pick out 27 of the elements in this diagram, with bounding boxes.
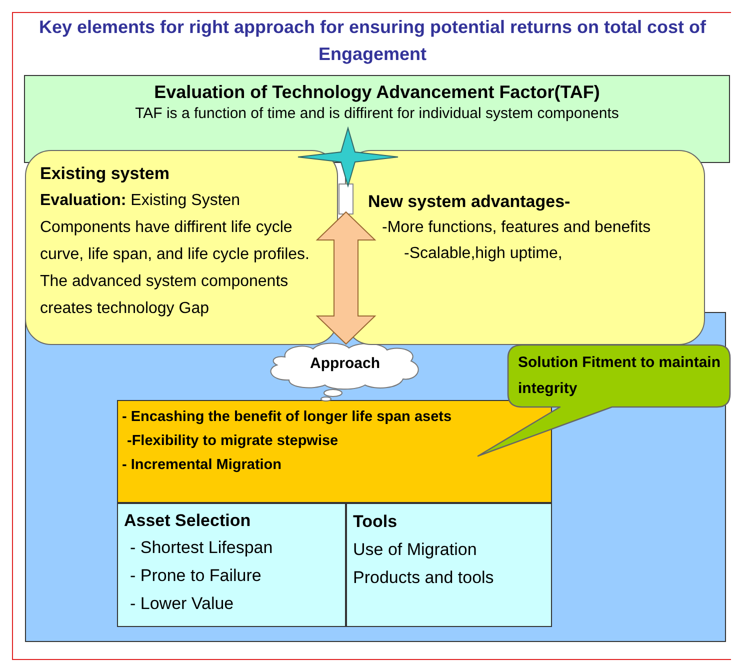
box-text: Evaluation: Existing Systen Components have diffirent life cycle curve, life span, and life cycle profiles. The advanced system components creates technology Gap — [40, 191, 310, 319]
list-item: - Lower Value — [129, 593, 235, 615]
list-item: - Encashing the benefit of longer life span asets — [122, 408, 453, 427]
highlight-box — [117, 400, 552, 503]
box-text: TAF is a function of time and is diffirent for individual system components — [134, 104, 620, 124]
cloud-label: Approach — [310, 354, 380, 374]
double-arrow — [316, 211, 376, 345]
box-heading: Existing system — [40, 163, 170, 185]
box-heading: Evaluation of Technology Advancement Factor(TAF) — [153, 81, 601, 104]
list-item: - Shortest Lifespan — [129, 537, 274, 559]
callout-text: Solution Fitment to maintain integrity — [518, 353, 722, 399]
info-box — [346, 503, 552, 627]
rounded-box — [345, 150, 705, 345]
info-box — [117, 503, 346, 627]
list-item: -Flexibility to migrate stepwise — [126, 432, 340, 451]
list-item: -Scalable,high uptime, — [403, 244, 564, 264]
star-shape — [298, 128, 398, 186]
box-heading: Tools — [353, 511, 398, 533]
list-item: -More functions, features and benefits — [381, 218, 652, 238]
callout-box — [475, 345, 731, 458]
list-item: - Incremental Migration — [122, 456, 283, 475]
diagram-title: Key elements for right approach for ensuring potential returns on total cost of Engagement — [38, 16, 708, 66]
box-heading: New system advantages- — [368, 191, 572, 213]
rounded-box — [25, 150, 338, 345]
box-heading: Asset Selection — [124, 510, 252, 532]
box-text: Use of Migration Products and tools — [353, 539, 495, 589]
list-item: - Prone to Failure — [129, 565, 262, 587]
